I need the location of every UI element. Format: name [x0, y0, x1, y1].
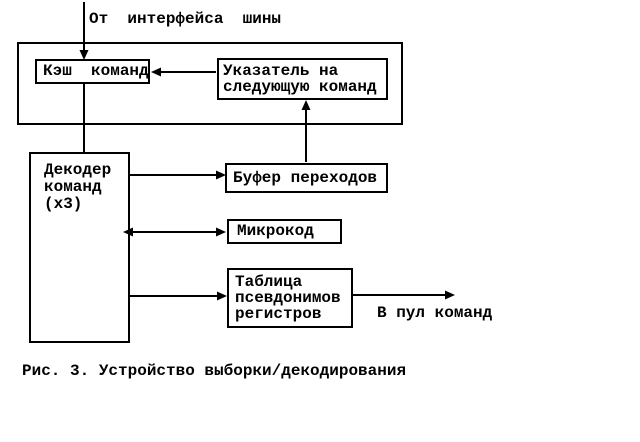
instruction-decoder-box: Декодер команд (x3) [29, 152, 130, 343]
branch-buffer-box: Буфер переходов [225, 163, 388, 193]
instruction-cache-box: Кэш команд [35, 59, 150, 84]
register-alias-table-label-line1: Таблица [235, 273, 303, 291]
figure-caption: Рис. 3. Устройство выборки/декодирования [22, 362, 407, 380]
arrow-decoder-to-branch-buffer [129, 170, 226, 180]
instruction-decoder-label-line2: команд [44, 178, 102, 196]
microcode-label: Микрокод [237, 222, 314, 240]
instruction-pool-output-label: В пул команд [377, 304, 493, 322]
microcode-box: Микрокод [227, 219, 342, 244]
next-instruction-pointer-label-line2: следующую команд [223, 78, 377, 96]
register-alias-table-label-line2: псевдонимов [235, 289, 341, 307]
arrow-decoder-to-alias-table [129, 291, 227, 301]
bus-interface-source-label: От интерфейса шины [89, 10, 282, 28]
next-instruction-pointer-label-line1: Указатель на [223, 62, 339, 80]
arrow-alias-table-to-pool [352, 290, 455, 300]
instruction-decoder-label-line1: Декодер [44, 161, 112, 179]
register-alias-table-label-line3: регистров [235, 305, 322, 323]
next-instruction-pointer-box: Указатель на следующую команд [217, 58, 388, 100]
register-alias-table-box: Таблица псевдонимов регистров [227, 268, 353, 328]
branch-buffer-label: Буфер переходов [233, 169, 378, 187]
arrow-decoder-microcode-bidirectional [123, 227, 226, 237]
instruction-decoder-label-line3: (x3) [44, 195, 83, 213]
instruction-cache-label: Кэш команд [43, 62, 149, 80]
